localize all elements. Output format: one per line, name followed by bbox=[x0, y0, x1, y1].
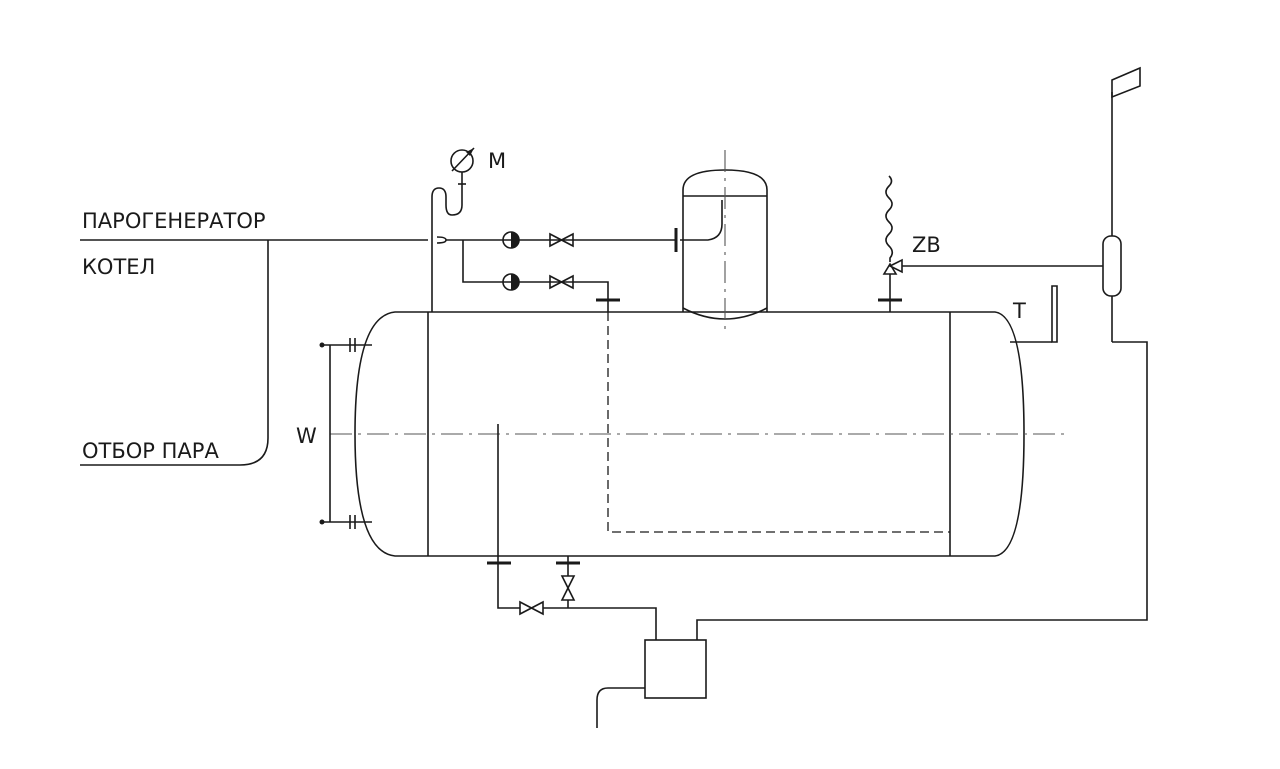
boiler-label: КОТЕЛ bbox=[82, 255, 155, 279]
thermometer-icon bbox=[1010, 285, 1058, 343]
water-level-label: W bbox=[296, 424, 317, 448]
safety-valve-icon bbox=[878, 175, 903, 312]
thermometer-label: T bbox=[1012, 299, 1026, 323]
pump-icon bbox=[502, 231, 520, 249]
pump-line-lower bbox=[462, 240, 620, 312]
deaerator-dome bbox=[682, 150, 768, 330]
safety-valve-label: ZB bbox=[912, 233, 941, 257]
drain-line bbox=[487, 556, 657, 640]
manometer-icon bbox=[431, 147, 475, 312]
steam-extraction-line bbox=[80, 240, 269, 466]
valve-icon bbox=[549, 274, 574, 290]
float-switch-icon bbox=[696, 92, 1148, 640]
valve-icon bbox=[549, 232, 574, 248]
water-level-gauge bbox=[319, 338, 372, 529]
pump-icon bbox=[502, 273, 520, 291]
steam-extraction-label: ОТБОР ПАРА bbox=[82, 439, 219, 463]
condensate-tank bbox=[596, 639, 707, 728]
manometer-label: М bbox=[488, 149, 506, 173]
flag-icon bbox=[1111, 66, 1141, 99]
tank-vessel bbox=[330, 311, 1065, 562]
steam-generator-label: ПАРОГЕНЕРАТОР bbox=[82, 209, 266, 233]
